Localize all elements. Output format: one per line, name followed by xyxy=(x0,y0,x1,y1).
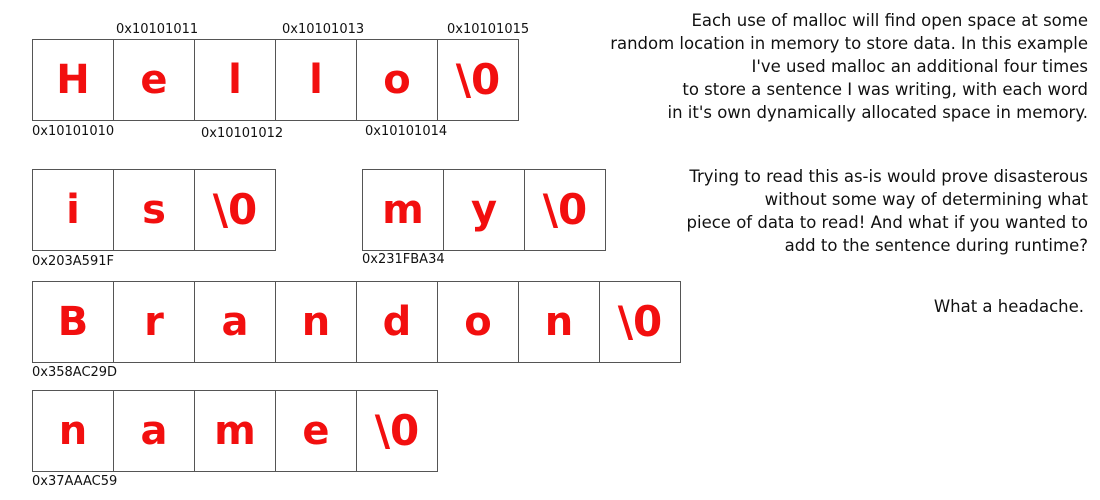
address-label: 0x10101014 xyxy=(365,124,448,139)
memory-cell: e xyxy=(275,390,357,472)
text-line: random location in memory to store data.… xyxy=(610,34,1088,53)
memory-cell: H xyxy=(32,39,114,121)
address-label: 0x10101011 xyxy=(116,22,199,37)
memory-cell: m xyxy=(362,169,444,251)
text-line: in it's own dynamically allocated space … xyxy=(667,103,1088,122)
memory-cell: n xyxy=(275,281,357,363)
address-label: 0x10101013 xyxy=(282,22,365,37)
text-line: Trying to read this as-is would prove di… xyxy=(689,167,1088,186)
address-label: 0x37AAAC59 xyxy=(32,474,118,489)
memory-cell: o xyxy=(437,281,519,363)
explanation-paragraph-2: Trying to read this as-is would prove di… xyxy=(687,165,1088,257)
text-line: What a headache. xyxy=(933,297,1084,316)
null-terminator-cell: \0 xyxy=(437,39,519,121)
address-label: 0x203A591F xyxy=(32,254,114,269)
text-line: Each use of malloc will find open space … xyxy=(691,11,1088,30)
text-line: I've used malloc an additional four time… xyxy=(751,57,1088,76)
memory-cell: i xyxy=(32,169,114,251)
address-label: 0x231FBA34 xyxy=(362,252,445,267)
memory-cell: r xyxy=(113,281,195,363)
null-terminator-cell: \0 xyxy=(194,169,276,251)
memory-cell: B xyxy=(32,281,114,363)
memory-cell: n xyxy=(32,390,114,472)
address-label: 0x358AC29D xyxy=(32,365,118,380)
memory-cell: o xyxy=(356,39,438,121)
memory-cell: y xyxy=(443,169,525,251)
null-terminator-cell: \0 xyxy=(599,281,681,363)
memory-block-brandon: B r a n d o n \0 xyxy=(32,281,681,363)
memory-block-name: n a m e \0 xyxy=(32,390,438,472)
memory-block-hello: H e l l o \0 xyxy=(32,39,519,121)
text-line: piece of data to read! And what if you w… xyxy=(686,213,1088,232)
memory-cell: m xyxy=(194,390,276,472)
address-label: 0x10101010 xyxy=(32,124,115,139)
memory-cell: l xyxy=(194,39,276,121)
text-line: add to the sentence during runtime? xyxy=(784,236,1088,255)
explanation-paragraph-1: Each use of malloc will find open space … xyxy=(610,9,1088,124)
memory-cell: a xyxy=(113,390,195,472)
address-label: 0x10101015 xyxy=(447,22,530,37)
memory-cell: s xyxy=(113,169,195,251)
explanation-paragraph-3: What a headache. xyxy=(934,295,1084,318)
memory-block-is: i s \0 xyxy=(32,169,276,251)
address-label: 0x10101012 xyxy=(201,126,284,141)
null-terminator-cell: \0 xyxy=(524,169,606,251)
memory-block-my: m y \0 xyxy=(362,169,606,251)
text-line: without some way of determining what xyxy=(764,190,1088,209)
memory-cell: a xyxy=(194,281,276,363)
memory-cell: e xyxy=(113,39,195,121)
null-terminator-cell: \0 xyxy=(356,390,438,472)
text-line: to store a sentence I was writing, with … xyxy=(682,80,1088,99)
memory-cell: n xyxy=(518,281,600,363)
memory-cell: d xyxy=(356,281,438,363)
memory-cell: l xyxy=(275,39,357,121)
